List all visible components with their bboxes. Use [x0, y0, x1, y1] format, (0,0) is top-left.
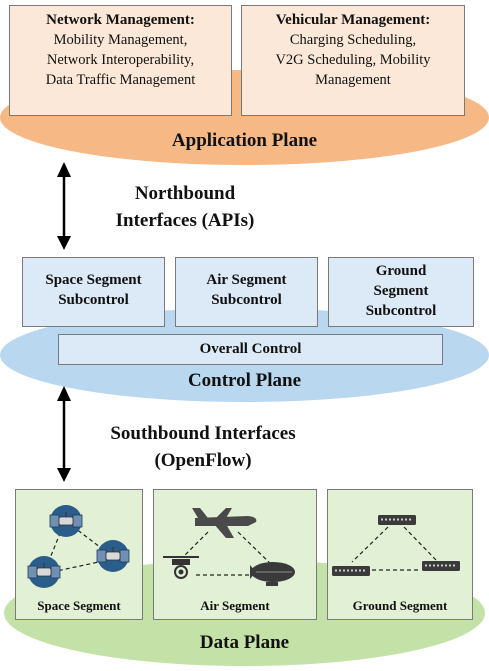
router-icon [422, 561, 460, 571]
satellite-icon [96, 540, 130, 572]
southbound-label: Southbound Interfaces (OpenFlow) [68, 420, 338, 474]
space-segment-subcontrol-box: Space Segment Subcontrol [22, 257, 165, 327]
network-management-line: Mobility Management, [53, 32, 188, 48]
space-segment-label: Space Segment [37, 598, 121, 613]
northbound-label: Northbound Interfaces (APIs) [80, 180, 290, 234]
space-segment-box: Space Segment [15, 489, 143, 620]
control-plane-label: Control Plane [187, 370, 302, 391]
vehicular-management-line: Charging Scheduling, [289, 32, 417, 48]
air-segment-label: Air Segment [200, 598, 270, 613]
vehicular-management-title: Vehicular Management: [275, 12, 431, 28]
overall-control-box: Overall Control [58, 334, 443, 365]
air-segment-links [183, 531, 276, 576]
northbound-arrow [57, 162, 71, 250]
network-management-line: Data Traffic Management [45, 72, 196, 88]
ground-segment-box: Ground Segment [327, 489, 473, 620]
application-plane-label: Application Plane [171, 130, 318, 151]
subcontrol-line: Segment [373, 283, 429, 299]
data-plane-label: Data Plane [199, 632, 290, 653]
satellite-icon [49, 505, 83, 537]
vehicular-management-box: Vehicular Management: Charging Schedulin… [241, 5, 465, 116]
southbound-line: Southbound Interfaces [110, 423, 296, 444]
ground-segment-links [351, 526, 437, 571]
subcontrol-line: Air Segment [206, 272, 287, 288]
ground-segment-label: Ground Segment [352, 598, 448, 613]
subcontrol-line: Ground [375, 263, 427, 279]
southbound-line: (OpenFlow) [154, 450, 252, 471]
southbound-arrow [57, 386, 71, 482]
router-icon [378, 515, 416, 525]
northbound-line: Northbound [134, 183, 236, 204]
subcontrol-line: Subcontrol [211, 292, 282, 308]
airship-icon [250, 562, 295, 586]
drone-icon [163, 556, 199, 579]
subcontrol-line: Space Segment [45, 272, 142, 288]
router-icon [332, 566, 370, 576]
subcontrol-line: Subcontrol [58, 292, 129, 308]
ground-segment-subcontrol-box: Ground Segment Subcontrol [328, 257, 474, 327]
network-management-box: Network Management: Mobility Management,… [9, 5, 232, 116]
subcontrol-line: Subcontrol [365, 303, 437, 319]
air-segment-box: Air Segment [153, 489, 317, 620]
network-management-title: Network Management: [46, 12, 195, 28]
network-management-line: Network Interoperability, [46, 52, 195, 68]
northbound-line: Interfaces (APIs) [115, 210, 255, 231]
overall-control-label: Overall Control [199, 341, 302, 357]
airplane-icon [192, 508, 257, 538]
vehicular-management-line: V2G Scheduling, Mobility [275, 52, 431, 68]
satellite-icon [27, 556, 61, 588]
vehicular-management-line: Management [315, 72, 391, 88]
air-segment-subcontrol-box: Air Segment Subcontrol [175, 257, 318, 327]
